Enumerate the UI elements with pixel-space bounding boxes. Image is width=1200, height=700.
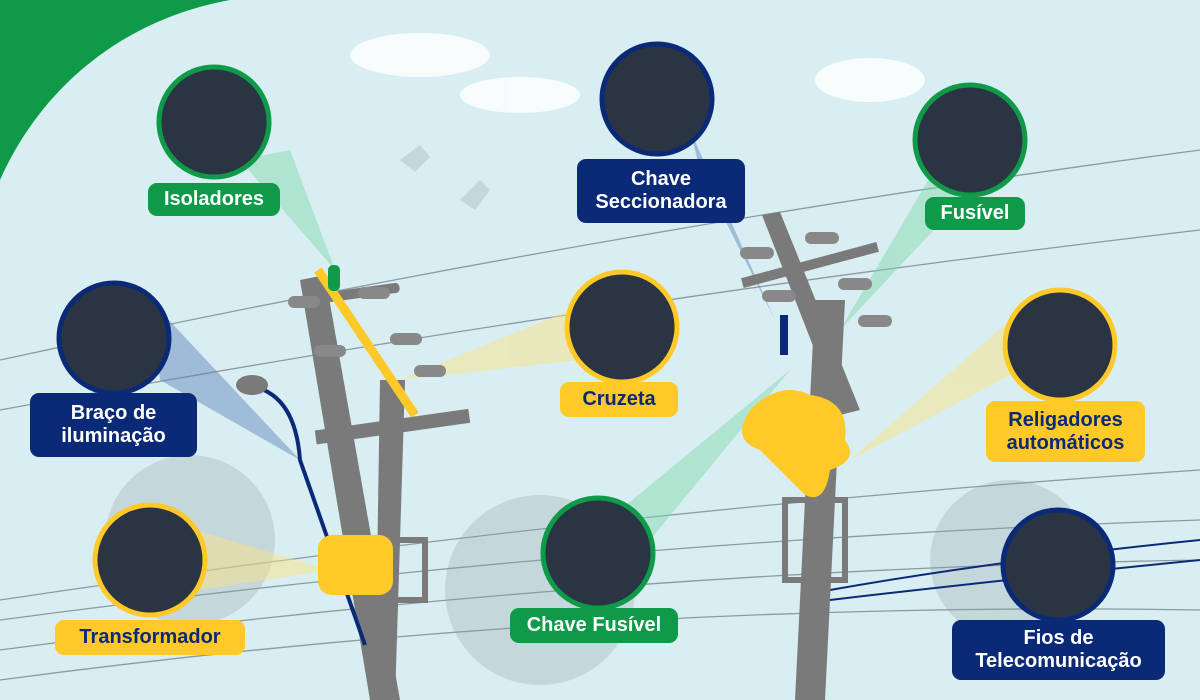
braco-photo — [56, 280, 172, 396]
insulator-highlight — [328, 265, 340, 291]
label-cruzeta: Cruzeta — [560, 382, 678, 417]
transformador-photo — [92, 502, 208, 618]
right-pole — [741, 212, 879, 700]
religadores-photo — [1002, 287, 1118, 403]
recloser-highlight — [742, 390, 850, 498]
photo-circles — [56, 41, 1118, 623]
street-lamp — [236, 375, 268, 395]
label-transformador: Transformador — [55, 620, 245, 655]
fios-photo — [1000, 507, 1116, 623]
label-chave-fusivel: Chave Fusível — [510, 608, 678, 643]
chave-fusivel-photo — [540, 495, 656, 611]
label-isoladores: Isoladores — [148, 183, 280, 216]
left-pole — [290, 275, 471, 700]
left-insulators — [288, 287, 446, 377]
switch-highlight — [780, 315, 788, 355]
crossarm-highlight — [314, 267, 419, 418]
fusivel-photo — [912, 82, 1028, 198]
clouds — [350, 33, 925, 113]
right-insulators — [740, 232, 892, 327]
cruzeta-photo — [564, 269, 680, 385]
label-chave-seccionadora: Chave Seccionadora — [577, 159, 745, 223]
label-braco-iluminacao: Braço de iluminação — [30, 393, 197, 457]
transformer-highlight — [318, 535, 393, 595]
label-fios-telecomunicacao: Fios de Telecomunicação — [952, 620, 1165, 680]
corner-decoration — [0, 0, 230, 180]
isoladores-photo — [156, 64, 272, 180]
label-religadores: Religadores automáticos — [986, 401, 1145, 462]
label-fusivel: Fusível — [925, 197, 1025, 230]
chave-seccionadora-photo — [599, 41, 715, 157]
